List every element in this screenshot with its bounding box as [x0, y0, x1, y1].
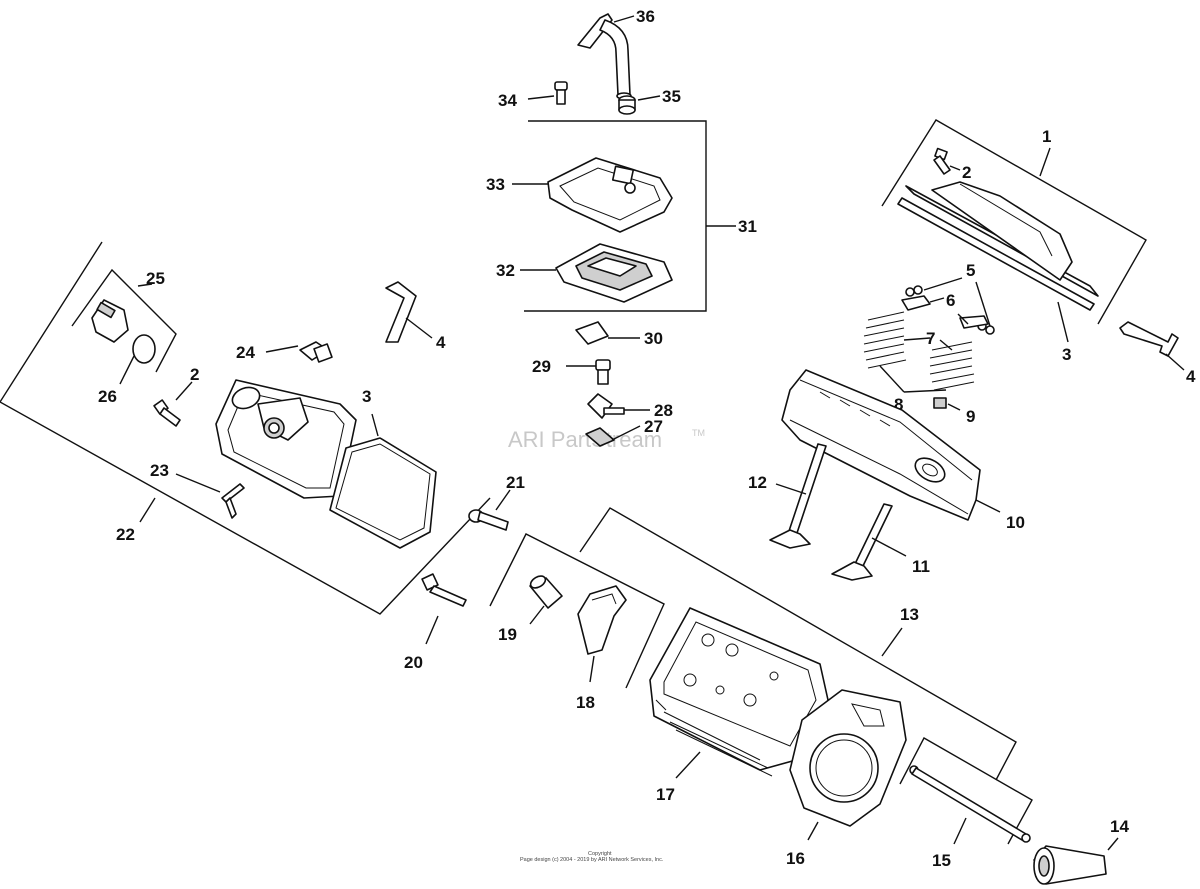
- callout-4-right[interactable]: 4: [1186, 367, 1196, 386]
- callout-2-right[interactable]: 2: [962, 163, 971, 182]
- group-bracket-31: [524, 120, 707, 312]
- callout-8[interactable]: 8: [894, 395, 903, 414]
- watermark-tm: TM: [692, 428, 705, 438]
- callout-14[interactable]: 14: [1110, 817, 1129, 836]
- callout-9[interactable]: 9: [966, 407, 975, 426]
- stud-part-23: [221, 483, 245, 519]
- group-bracket-13: [579, 507, 1017, 781]
- valve-spring-part-7: [863, 311, 975, 391]
- push-rod-part-15: [909, 765, 1031, 843]
- rocker-part-18: [577, 585, 627, 655]
- callout-13[interactable]: 13: [900, 605, 919, 624]
- callout-32[interactable]: 32: [496, 261, 515, 280]
- group-bracket-25: [71, 268, 177, 373]
- valve-cover-part-1: [897, 181, 1099, 311]
- small-part-27: [585, 427, 615, 447]
- callout-1[interactable]: 1: [1042, 127, 1051, 146]
- callout-6[interactable]: 6: [946, 291, 955, 310]
- callout-34[interactable]: 34: [498, 91, 517, 110]
- clamp-part-35: [618, 95, 636, 115]
- callout-19[interactable]: 19: [498, 625, 517, 644]
- callout-31[interactable]: 31: [738, 217, 757, 236]
- callout-17[interactable]: 17: [656, 785, 675, 804]
- callout-3-left[interactable]: 3: [362, 387, 371, 406]
- clip-part-28: [587, 393, 625, 419]
- callout-28[interactable]: 28: [654, 401, 673, 420]
- callout-30[interactable]: 30: [644, 329, 663, 348]
- valve-part-11: [831, 503, 893, 581]
- bracket-part-4-left: [385, 281, 417, 343]
- callout-26[interactable]: 26: [98, 387, 117, 406]
- fitting-part-29: [595, 359, 611, 385]
- callout-12[interactable]: 12: [748, 473, 767, 492]
- gasket-part-3-left: [329, 437, 437, 549]
- rocker-arm-part-6: [901, 295, 989, 329]
- callout-20[interactable]: 20: [404, 653, 423, 672]
- pin-part-19: [529, 575, 563, 609]
- wedge-part-30: [575, 321, 609, 345]
- bracket-part-4-right: [1119, 321, 1179, 357]
- callout-29[interactable]: 29: [532, 357, 551, 376]
- callout-2-left[interactable]: 2: [190, 365, 199, 384]
- callout-22[interactable]: 22: [116, 525, 135, 544]
- fitting-part-24: [299, 341, 333, 363]
- callout-16[interactable]: 16: [786, 849, 805, 868]
- callout-21[interactable]: 21: [506, 473, 525, 492]
- copyright-line2: Page design (c) 2004 - 2019 by ARI Netwo…: [520, 857, 664, 863]
- breather-tube-part-36: [577, 13, 632, 100]
- lifter-part-14: [1033, 845, 1107, 885]
- callout-4-left[interactable]: 4: [436, 333, 446, 352]
- valve-cover-body: [215, 379, 357, 499]
- valve-part-12: [769, 443, 827, 549]
- callout-7[interactable]: 7: [926, 329, 935, 348]
- screw-part-20: [421, 573, 467, 607]
- watermark-text: ARI PartStream: [508, 427, 662, 452]
- callout-24[interactable]: 24: [236, 343, 255, 362]
- callout-10[interactable]: 10: [1006, 513, 1025, 532]
- callout-3-right[interactable]: 3: [1062, 345, 1071, 364]
- screw-part-34: [554, 81, 568, 105]
- oil-fill-cap-part-25: [91, 299, 129, 343]
- copyright-line1: Copyright: [588, 851, 612, 857]
- breather-reed-part-32: [555, 243, 673, 303]
- callout-25[interactable]: 25: [146, 269, 165, 288]
- group-bracket-1: [881, 119, 1147, 325]
- callout-18[interactable]: 18: [576, 693, 595, 712]
- callout-5[interactable]: 5: [966, 261, 975, 280]
- callout-33[interactable]: 33: [486, 175, 505, 194]
- seal-part-9: [933, 397, 947, 409]
- group-bracket-18: [489, 533, 665, 689]
- callout-27[interactable]: 27: [644, 417, 663, 436]
- screw-part-2-left: [153, 399, 181, 427]
- callout-23[interactable]: 23: [150, 461, 169, 480]
- head-gasket-part-16: [789, 689, 907, 827]
- breather-cover-part-33: [547, 157, 673, 233]
- screw-part-21: [468, 509, 509, 531]
- screw-part-2-right: [933, 147, 951, 175]
- cylinder-head-part-10: [781, 369, 981, 521]
- callout-36[interactable]: 36: [636, 7, 655, 26]
- group-bracket-22: [0, 241, 491, 615]
- callout-11[interactable]: 11: [912, 557, 930, 576]
- group-bracket-15: [899, 737, 1033, 845]
- o-ring-part-26: [132, 334, 156, 364]
- callout-15[interactable]: 15: [932, 851, 951, 870]
- callout-35[interactable]: 35: [662, 87, 681, 106]
